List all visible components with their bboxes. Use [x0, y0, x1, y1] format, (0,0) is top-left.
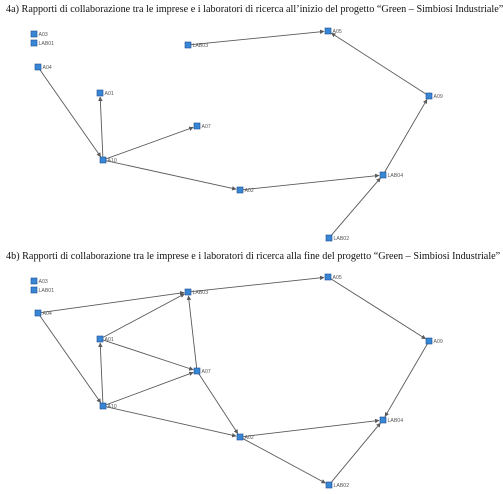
node-initial-lab04: LAB04: [379, 171, 404, 179]
node-label: A07: [202, 369, 211, 375]
node-label: A04: [43, 311, 52, 317]
node-label: A07: [202, 124, 211, 130]
edge-final-a10-a01: [98, 342, 104, 404]
node-marker: [325, 481, 333, 489]
node-marker: [30, 286, 38, 294]
edge-initial-lab03-a05: [190, 29, 325, 46]
node-marker: [96, 89, 104, 97]
node-label: LAB01: [39, 288, 55, 294]
node-final-lab02: LAB02: [325, 481, 350, 489]
node-initial-lab02: LAB02: [325, 234, 350, 242]
edge-initial-a10-a07: [105, 126, 194, 160]
node-final-lab01: LAB01: [30, 286, 55, 294]
node-label: A01: [105, 337, 114, 343]
node-final-a02: A02: [236, 433, 254, 441]
node-label: A01: [105, 91, 114, 97]
node-marker: [236, 433, 244, 441]
node-label: A09: [434, 339, 443, 345]
edge-final-a10-a02: [105, 406, 237, 438]
edge-initial-lab04-a09: [384, 99, 428, 173]
node-label: LAB04: [388, 173, 404, 179]
node-final-a03: A03: [30, 277, 48, 285]
node-marker: [30, 39, 38, 47]
edge-final-a09-lab04: [384, 343, 428, 417]
node-marker: [34, 309, 42, 317]
node-label: A02: [245, 435, 254, 441]
node-marker: [30, 277, 38, 285]
edge-final-a07-lab03: [186, 295, 198, 369]
edge-final-a01-lab03: [102, 293, 185, 338]
node-marker: [30, 30, 38, 38]
edge-initial-a02-lab04: [242, 173, 380, 191]
node-label: A10: [108, 404, 117, 410]
node-label: A05: [333, 29, 342, 35]
node-final-a07: A07: [193, 367, 211, 375]
node-marker: [193, 367, 201, 375]
edge-final-a05-a09: [330, 278, 427, 340]
node-initial-a03: A03: [30, 30, 48, 38]
node-marker: [184, 288, 192, 296]
edge-final-lab03-a05: [190, 275, 325, 293]
node-marker: [99, 402, 107, 410]
node-marker: [96, 335, 104, 343]
node-marker: [184, 41, 192, 49]
node-initial-a05: A05: [324, 27, 342, 35]
node-final-a09: A09: [425, 337, 443, 345]
edge-initial-lab02-lab04: [330, 177, 381, 237]
edge-final-a07-a02: [198, 373, 239, 435]
edge-final-a02-lab04: [242, 418, 380, 438]
node-final-a05: A05: [324, 273, 342, 281]
node-marker: [193, 122, 201, 130]
node-label: LAB01: [39, 41, 55, 47]
edge-initial-a10-a01: [98, 96, 104, 158]
node-final-lab04: LAB04: [379, 416, 404, 424]
edge-final-lab02-lab04: [330, 422, 381, 483]
node-final-a04: A04: [34, 309, 52, 317]
node-initial-a04: A04: [34, 63, 52, 71]
node-label: A03: [39, 32, 48, 38]
node-label: A04: [43, 65, 52, 71]
edge-initial-a10-a02: [105, 160, 237, 191]
node-final-lab03: LAB03: [184, 288, 209, 296]
node-marker: [99, 156, 107, 164]
node-final-a01: A01: [96, 335, 114, 343]
edge-final-a02-lab02: [242, 438, 326, 484]
node-marker: [324, 273, 332, 281]
node-initial-a09: A09: [425, 92, 443, 100]
node-marker: [324, 27, 332, 35]
node-label: A10: [108, 158, 117, 164]
node-marker: [325, 234, 333, 242]
caption-final: 4b) Rapporti di collaborazione tra le im…: [6, 251, 501, 262]
edge-final-a01-a07: [102, 339, 194, 371]
collaboration-network-diagram: A03LAB01A04A01A07A10A02LAB03A05A09LAB04L…: [30, 27, 443, 489]
node-label: LAB03: [193, 290, 209, 296]
node-initial-a07: A07: [193, 122, 211, 130]
node-initial-lab01: LAB01: [30, 39, 55, 47]
edge-initial-a09-a05: [330, 32, 427, 95]
node-initial-lab03: LAB03: [184, 41, 209, 49]
node-marker: [379, 171, 387, 179]
node-label: A09: [434, 94, 443, 100]
node-label: A03: [39, 279, 48, 285]
node-label: LAB04: [388, 418, 404, 424]
edge-initial-a04-a10: [39, 69, 102, 158]
node-initial-a02: A02: [236, 186, 254, 194]
node-label: LAB03: [193, 43, 209, 49]
node-marker: [236, 186, 244, 194]
edge-final-a04-a10: [39, 315, 102, 404]
node-marker: [379, 416, 387, 424]
node-label: A02: [245, 188, 254, 194]
node-label: LAB02: [334, 236, 350, 242]
node-label: A05: [333, 275, 342, 281]
caption-initial: 4a) Rapporti di collaborazione tra le im…: [6, 4, 503, 15]
edge-final-a10-a07: [105, 371, 194, 406]
node-marker: [425, 337, 433, 345]
edge-final-a04-lab03: [40, 290, 185, 314]
node-marker: [34, 63, 42, 71]
node-marker: [425, 92, 433, 100]
node-initial-a01: A01: [96, 89, 114, 97]
node-final-a10: A10: [99, 402, 117, 410]
node-label: LAB02: [334, 483, 350, 489]
node-initial-a10: A10: [99, 156, 117, 164]
